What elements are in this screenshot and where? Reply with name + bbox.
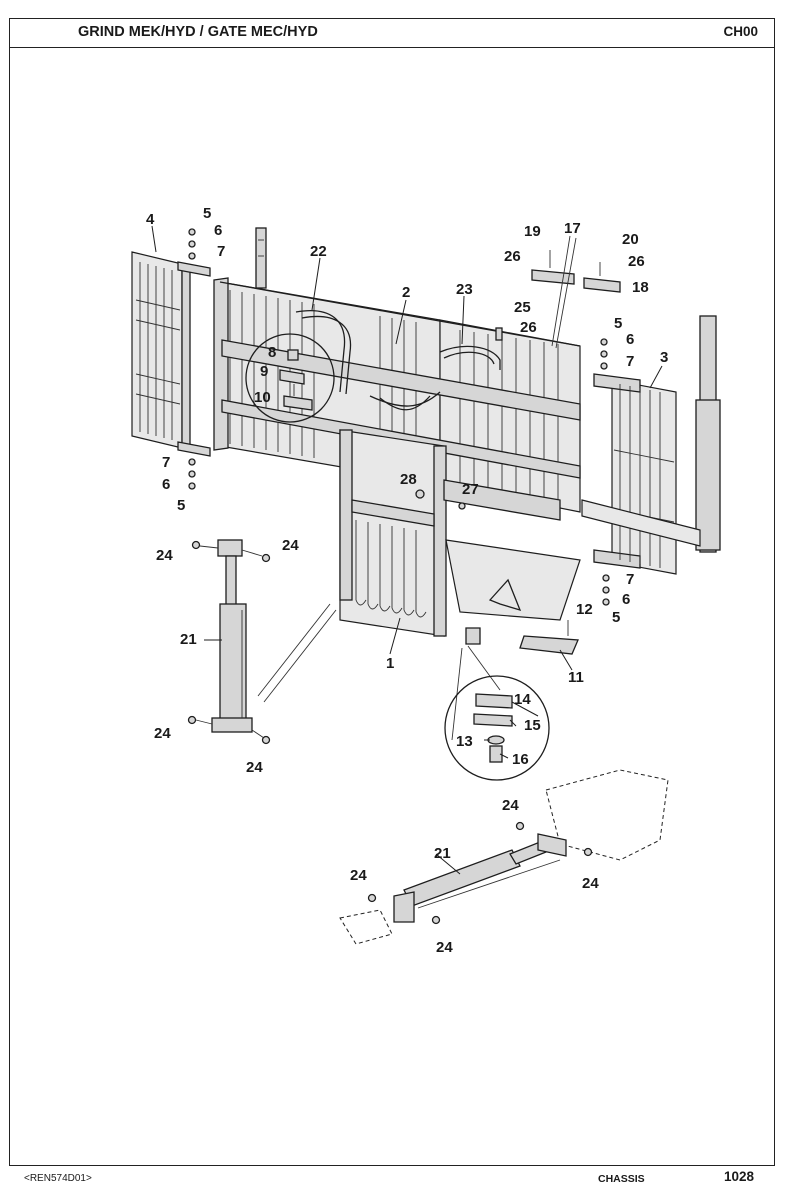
detail-circle-bracket [245,333,335,423]
left-side-gate [131,251,211,457]
document-reference: <REN574D01> [24,1173,92,1184]
callout-19: 19 [524,223,541,240]
page-frame: GRIND MEK/HYD / GATE MEC/HYD CH00 [9,18,775,1166]
callout-14: 14 [514,691,531,708]
callout-18: 18 [632,279,649,296]
section-code: CH00 [723,24,758,39]
callout-24: 24 [154,725,171,742]
mounting-plate [519,620,579,655]
callout-24: 24 [582,875,599,892]
page-title: GRIND MEK/HYD / GATE MEC/HYD [78,24,318,40]
callout-24: 24 [502,797,519,814]
callout-22: 22 [310,243,327,260]
callout-11: 11 [568,669,584,686]
callout-23: 23 [456,281,473,298]
fastener-stacks [188,228,610,606]
callout-3: 3 [660,349,668,366]
callout-6: 6 [162,476,170,493]
callout-15: 15 [524,717,541,734]
callout-28: 28 [400,471,417,488]
callout-26: 26 [628,253,645,270]
page-number: 1028 [724,1169,755,1184]
callout-6: 6 [622,591,630,608]
callout-24: 24 [350,867,367,884]
callout-10: 10 [254,389,271,406]
callout-9: 9 [260,363,268,380]
callout-25: 25 [514,299,531,316]
vertical-cylinder [187,539,271,745]
callout-5: 5 [203,205,211,222]
callout-24: 24 [246,759,263,776]
callout-2: 2 [402,284,410,301]
callout-24: 24 [436,939,453,956]
callout-27: 27 [462,481,479,498]
callout-5: 5 [614,315,622,332]
callout-20: 20 [622,231,639,248]
callout-5: 5 [612,609,620,626]
top-right-bracket [495,235,621,349]
callout-16: 16 [512,751,529,768]
right-side-gate [581,315,721,575]
main-gate [213,227,581,513]
callout-labels: 4 5 6 7 7 6 5 22 2 23 25 26 19 17 20 26 … [146,205,668,956]
callout-7: 7 [217,243,225,260]
page-header: GRIND MEK/HYD / GATE MEC/HYD CH00 [10,19,774,48]
callout-24: 24 [156,547,173,564]
callout-7: 7 [626,353,634,370]
callout-13: 13 [456,733,473,750]
horizontal-cylinder [339,769,669,945]
callout-21: 21 [180,631,197,648]
callout-4: 4 [146,211,155,228]
callout-6: 6 [626,331,634,348]
inner-gate [257,429,581,703]
callout-leaders [151,225,663,875]
callout-8: 8 [268,344,276,361]
callout-5: 5 [177,497,185,514]
callout-7: 7 [626,571,634,588]
callout-24: 24 [282,537,299,554]
callout-12: 12 [576,601,593,618]
callout-17: 17 [564,220,581,237]
callout-26: 26 [504,248,521,265]
hydraulic-lines [295,310,501,411]
callout-26: 26 [520,319,537,336]
callout-7: 7 [162,454,170,471]
callout-21: 21 [434,845,451,862]
section-name: CHASSIS [598,1173,645,1185]
callout-1: 1 [386,655,394,672]
callout-6: 6 [214,222,222,239]
